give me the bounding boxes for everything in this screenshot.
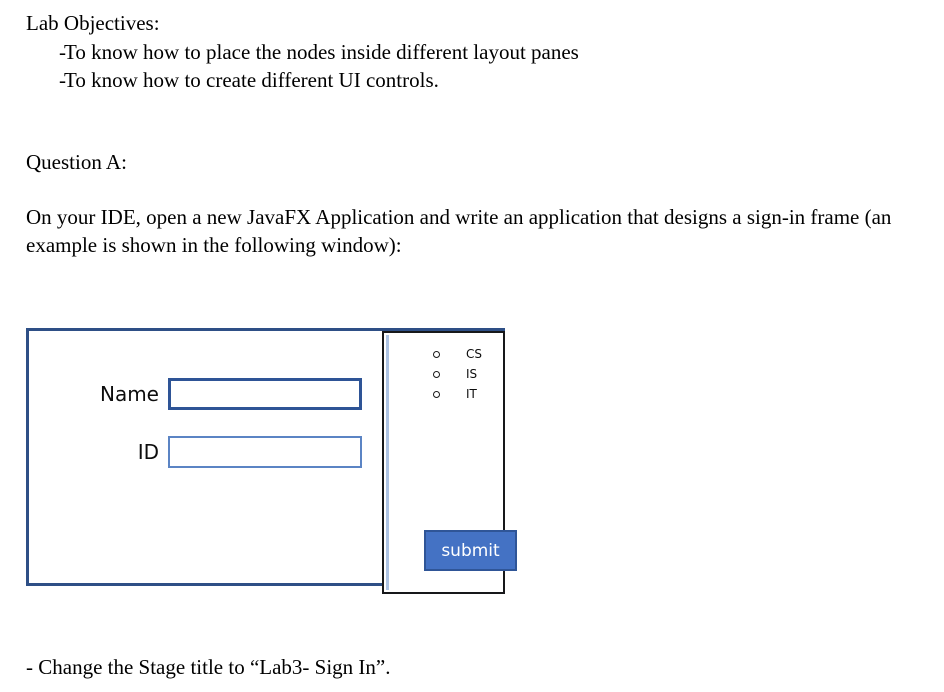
objective-text: To know how to create different UI contr…	[64, 68, 439, 92]
id-label: ID	[137, 440, 159, 464]
radio-button-icon[interactable]	[433, 390, 440, 398]
right-side-panel: CS IS IT submit	[382, 331, 517, 594]
question-body-text: On your IDE, open a new JavaFX Applicati…	[26, 205, 892, 257]
list-item: - To know how to place the nodes inside …	[26, 38, 579, 66]
bullet-dash-icon: -	[59, 40, 66, 64]
radio-option-cs[interactable]: CS	[384, 344, 503, 364]
objective-text: To know how to place the nodes inside di…	[64, 40, 579, 64]
radio-label-is: IS	[466, 367, 478, 381]
radio-label-cs: CS	[466, 347, 482, 361]
lab-objectives-heading: Lab Objectives:	[26, 11, 160, 35]
signin-window-mockup: Name ID CS IS IT submit	[26, 328, 517, 594]
submit-button[interactable]: submit	[424, 530, 517, 571]
stage-title-instruction: - Change the Stage title to “Lab3- Sign …	[26, 655, 391, 679]
id-field-row: ID	[80, 436, 362, 468]
name-label: Name	[99, 382, 159, 406]
name-input[interactable]	[168, 378, 362, 410]
radio-button-icon[interactable]	[433, 370, 440, 378]
question-heading: Question A:	[26, 150, 127, 174]
radio-option-it[interactable]: IT	[384, 384, 503, 404]
panel-inner-edge	[386, 335, 389, 590]
bullet-dash-icon: -	[59, 68, 66, 92]
list-item: - To know how to create different UI con…	[26, 66, 579, 94]
name-field-row: Name	[80, 378, 362, 410]
id-input[interactable]	[168, 436, 362, 468]
radio-label-it: IT	[466, 387, 477, 401]
objectives-list: - To know how to place the nodes inside …	[26, 38, 579, 94]
radio-option-is[interactable]: IS	[384, 364, 503, 384]
major-radio-group: CS IS IT	[384, 344, 503, 404]
radio-button-icon[interactable]	[433, 350, 440, 358]
